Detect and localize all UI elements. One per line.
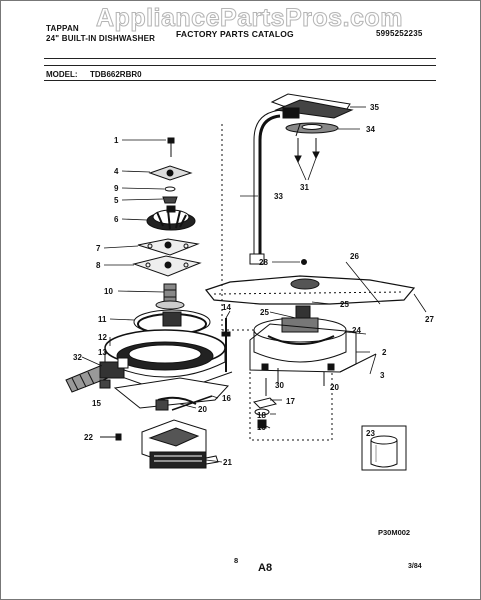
part-plate bbox=[132, 255, 202, 277]
part-base-plate bbox=[113, 377, 229, 409]
figure-code: P30M002 bbox=[378, 528, 411, 537]
callout-25: 25 bbox=[340, 300, 349, 309]
part-shaft bbox=[155, 283, 185, 310]
part-gasket bbox=[137, 238, 200, 256]
part-rod bbox=[221, 318, 231, 372]
callout-1: 1 bbox=[114, 136, 119, 145]
part-impeller bbox=[146, 205, 196, 231]
callout-9: 9 bbox=[114, 184, 119, 193]
callout-28: 28 bbox=[259, 258, 268, 267]
part-frame bbox=[249, 323, 377, 373]
callout-24: 24 bbox=[352, 326, 361, 335]
callout-34: 34 bbox=[366, 125, 375, 134]
header-rule-top bbox=[44, 58, 436, 59]
callout-21: 21 bbox=[223, 458, 232, 467]
callout-5: 5 bbox=[114, 196, 119, 205]
header-rule-bottom bbox=[44, 80, 436, 81]
callout-12: 12 bbox=[98, 333, 107, 342]
callout-3: 3 bbox=[380, 371, 385, 380]
callout-30: 30 bbox=[275, 381, 284, 390]
callout-8: 8 bbox=[96, 261, 101, 270]
part-small-seal bbox=[301, 259, 307, 265]
callout-6: 6 bbox=[114, 215, 119, 224]
catalog-title: FACTORY PARTS CATALOG bbox=[176, 29, 294, 39]
part-pump-housing bbox=[104, 329, 233, 395]
product-name: 24" BUILT-IN DISHWASHER bbox=[46, 34, 156, 43]
callout-11: 11 bbox=[98, 315, 107, 324]
brand-name: TAPPAN bbox=[46, 24, 79, 33]
callout-19: 19 bbox=[257, 423, 266, 432]
section-code: A8 bbox=[258, 562, 273, 574]
part-clamp bbox=[99, 379, 111, 389]
part-fasteners bbox=[253, 368, 325, 429]
callout-26: 26 bbox=[350, 252, 359, 261]
callout-22: 22 bbox=[84, 433, 93, 442]
callout-20: 20 bbox=[330, 383, 339, 392]
part-screw bbox=[167, 137, 175, 157]
watermark: AppliancePartsPros.com bbox=[96, 4, 403, 33]
callout-17: 17 bbox=[286, 397, 295, 406]
callout-31: 31 bbox=[300, 183, 309, 192]
callout-18: 18 bbox=[257, 411, 266, 420]
dashed-guide bbox=[221, 124, 254, 331]
part-conduit-tube bbox=[249, 109, 283, 265]
part-filter-canister bbox=[361, 425, 407, 471]
callout-10: 10 bbox=[104, 287, 113, 296]
callout-13: 13 bbox=[98, 348, 107, 357]
callout-2: 2 bbox=[382, 348, 387, 357]
catalog-number: 5995252235 bbox=[376, 29, 423, 38]
callout-7: 7 bbox=[96, 244, 101, 253]
page-number: 8 bbox=[234, 556, 239, 565]
callout-4: 4 bbox=[114, 167, 119, 176]
callout-32: 32 bbox=[73, 353, 82, 362]
model-number: TDB662RBR0 bbox=[90, 70, 142, 79]
part-nut bbox=[162, 196, 178, 204]
revision-date: 3/84 bbox=[408, 563, 422, 570]
part-bracket bbox=[155, 395, 213, 411]
part-hose-connector bbox=[65, 357, 129, 393]
callout-23: 23 bbox=[366, 429, 375, 438]
part-cap bbox=[148, 165, 193, 181]
callout-16: 16 bbox=[222, 394, 231, 403]
part-motor bbox=[141, 419, 219, 469]
leader-lines bbox=[81, 106, 427, 463]
callout-25-lower: 25 bbox=[260, 308, 269, 317]
part-lower-spray-arm bbox=[204, 275, 416, 305]
callout-35: 35 bbox=[370, 103, 379, 112]
part-upper-spray-arm bbox=[270, 93, 354, 119]
callout-15: 15 bbox=[92, 399, 101, 408]
part-screws-pair bbox=[294, 138, 320, 164]
callout-labels: 1 4 9 5 6 7 8 10 11 12 13 32 15 14 33 35… bbox=[73, 103, 434, 467]
callout-14: 14 bbox=[222, 303, 231, 312]
callout-27: 27 bbox=[425, 315, 434, 324]
part-upper-hub bbox=[285, 122, 339, 137]
header-rule-mid bbox=[44, 65, 436, 66]
callout-33: 33 bbox=[274, 192, 283, 201]
model-label: MODEL: bbox=[46, 70, 78, 79]
part-washer-small bbox=[164, 186, 176, 192]
part-mount-screw bbox=[100, 433, 122, 441]
callout-20-lower: 20 bbox=[198, 405, 207, 414]
part-sump bbox=[253, 305, 347, 363]
